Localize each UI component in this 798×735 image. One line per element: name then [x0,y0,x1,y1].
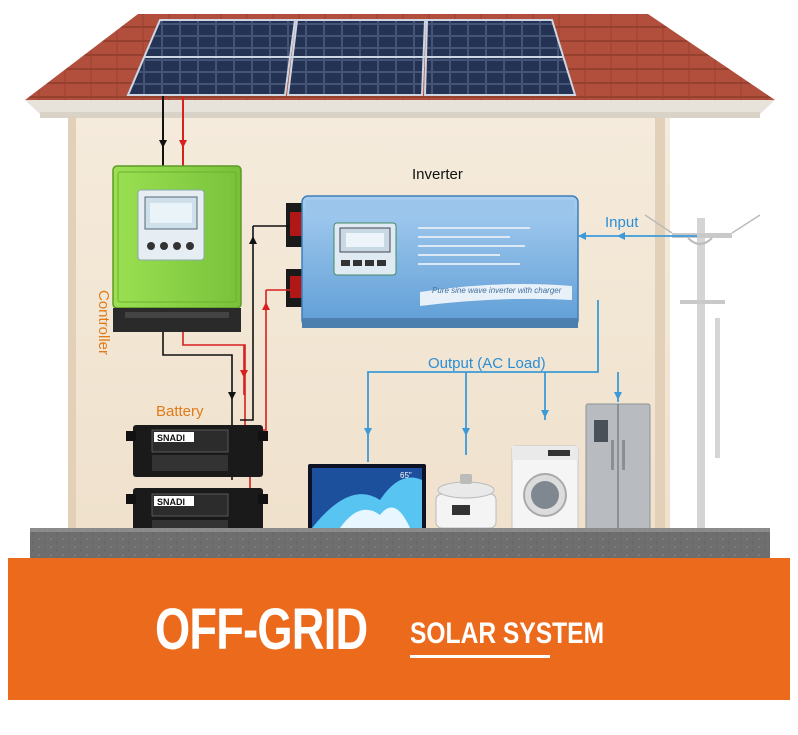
inverter-label: Inverter [412,166,463,183]
battery-top: SNADI [126,425,268,477]
utility-pole [644,214,761,538]
banner-background [8,558,790,700]
banner-title: OFF-GRID [155,597,368,662]
charge-controller [112,165,242,332]
input-label: Input [605,214,639,231]
roof-eave [25,100,775,114]
inverter [286,195,579,328]
television: 65" [308,464,426,532]
solar-panel-array [126,19,577,96]
battery-label: Battery [156,403,204,420]
washing-machine [511,445,579,531]
banner-underline [410,655,550,658]
svg-text:65": 65" [400,471,412,480]
controller-label: Controller [95,290,112,356]
left-wall-pipe [68,112,76,532]
svg-text:SNADI: SNADI [157,497,185,507]
right-wall-pipe [655,112,665,532]
inverter-panel-text: Pure sine wave inverter with charger [432,286,562,295]
svg-text:SNADI: SNADI [157,433,185,443]
refrigerator [585,403,651,533]
banner-subtitle: SOLAR SYSTEM [410,617,605,650]
output-label: Output (AC Load) [428,355,546,372]
